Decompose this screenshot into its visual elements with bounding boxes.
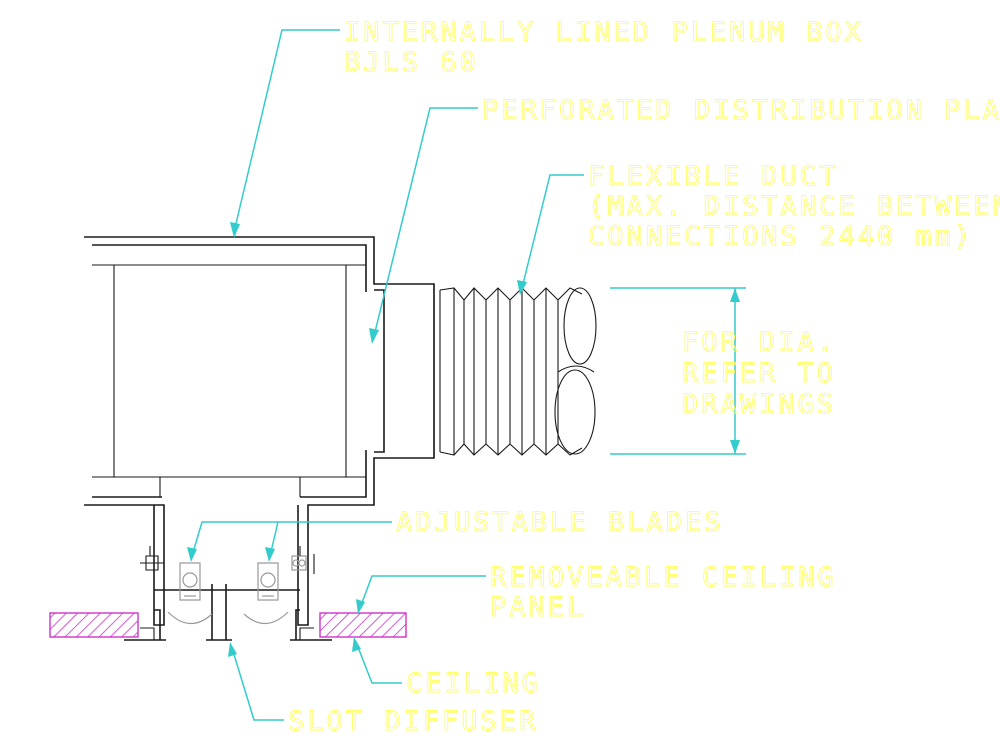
adjustable-blades xyxy=(167,562,289,625)
label-flexible-duct-note-1: (MAX. DISTANCE BETWEEN xyxy=(588,191,1000,222)
label-adjustable-blades: ADJUSTABLE BLADES xyxy=(396,507,723,538)
label-perforated-plate: PERFORATED DISTRIBUTION PLATE xyxy=(482,95,1000,126)
label-diameter-3: DRAWINGS xyxy=(682,389,836,420)
diameter-dimension xyxy=(610,287,746,455)
slot-diffuser xyxy=(124,584,332,641)
label-diameter-2: REFER TO xyxy=(682,358,836,389)
label-flexible-duct-note-2: CONNECTIONS 2440 mm) xyxy=(588,221,973,252)
leader-perforated-plate xyxy=(369,107,478,344)
leader-ceiling-panel xyxy=(356,575,486,614)
suspension-clips xyxy=(140,546,315,574)
flexible-duct xyxy=(439,287,597,456)
ceiling-panel-left xyxy=(49,612,139,638)
leader-ceiling xyxy=(352,637,402,684)
leader-slot-diffuser xyxy=(228,642,284,721)
label-slot-diffuser: SLOT DIFFUSER xyxy=(288,706,538,737)
ceiling-panel-right xyxy=(319,612,407,638)
label-diameter-1: FOR DIA. xyxy=(682,327,836,358)
plenum-box xyxy=(84,236,435,626)
leader-flexible-duct xyxy=(517,174,584,295)
leader-plenum xyxy=(230,29,340,238)
label-plenum-box: INTERNALLY LINED PLENUM BOX xyxy=(344,17,864,48)
perforated-plate xyxy=(374,284,435,458)
label-ceiling-panel-2: PANEL xyxy=(490,592,586,623)
label-ceiling-panel: REMOVEABLE CEILING xyxy=(490,562,837,593)
leader-adjustable-blades xyxy=(187,521,392,562)
label-ceiling: CEILING xyxy=(406,668,541,699)
label-flexible-duct: FLEXIBLE DUCT xyxy=(588,161,838,192)
label-plenum-model: BJLS 60 xyxy=(344,47,479,78)
